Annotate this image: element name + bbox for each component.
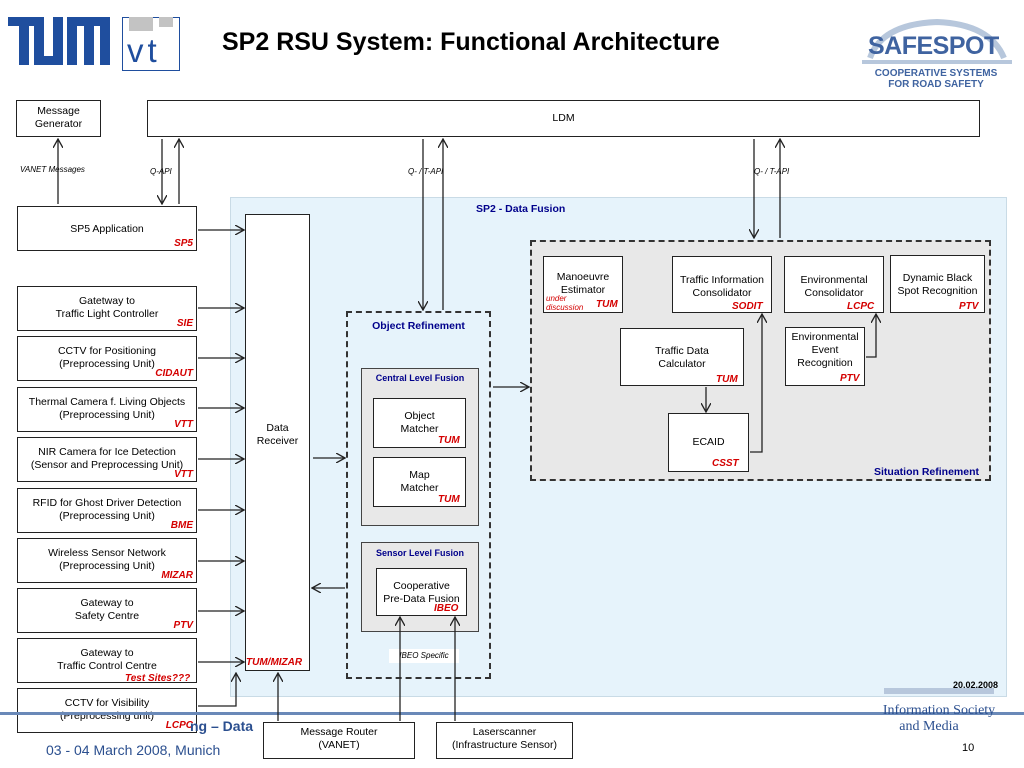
vanet-messages-label: VANET Messages <box>20 165 85 174</box>
input-box-3 <box>17 387 197 432</box>
object-matcher-tag: TUM <box>438 435 460 446</box>
message-router-box <box>263 722 415 759</box>
input-label-6: Wireless Sensor Network (Preprocessing U… <box>48 547 166 572</box>
ecaid-tag: CSST <box>712 458 739 469</box>
input-tag-8: Test Sites??? <box>125 673 191 684</box>
input-label-1: Gatetway to Traffic Light Controller <box>55 295 159 320</box>
info-society-logo: Information Society and Media <box>864 688 1014 738</box>
footer-event-text: ng – Data <box>190 718 254 734</box>
input-tag-3: VTT <box>174 419 193 430</box>
map-matcher-tag: TUM <box>438 494 460 505</box>
situation-refinement-title: Situation Refinement <box>874 466 980 478</box>
vt-logo: vt <box>122 17 180 71</box>
data-fusion-title: SP2 - Data Fusion <box>476 203 566 215</box>
input-box-8 <box>17 638 197 683</box>
cooperative-pre-data-fusion-box <box>376 568 467 616</box>
vt-logo-text: vt <box>127 32 161 69</box>
fusion-date: 20.02.2008 <box>953 680 999 690</box>
input-box-6 <box>17 538 197 583</box>
input-tag-2: CIDAUT <box>155 368 193 379</box>
input-label-2: CCTV for Positioning (Preprocessing Unit… <box>57 345 157 370</box>
object-refinement-title: Object Refinement <box>372 320 465 332</box>
manoeuvre-note: under discussion <box>546 294 584 312</box>
ldm-box <box>147 100 980 137</box>
qt-api-label-2: Q- / T-API <box>754 167 790 176</box>
input-label-3: Thermal Camera f. Living Objects (Prepro… <box>28 396 186 421</box>
input-tag-5: BME <box>170 520 193 531</box>
message-generator-label: Message Generator <box>34 105 83 130</box>
map-matcher-box <box>373 457 466 507</box>
dynamic-black-spot-label: Dynamic Black Spot Recognition <box>897 272 978 297</box>
info-society-line2: and Media <box>899 719 959 734</box>
input-label-5: RFID for Ghost Driver Detection (Preproc… <box>32 497 182 522</box>
safespot-text: SAFESPOT <box>868 32 999 60</box>
traffic-data-calculator-box <box>620 328 744 386</box>
data-receiver-box <box>245 214 310 671</box>
environmental-consolidator-box <box>784 256 884 313</box>
central-level-fusion-title: Central Level Fusion <box>375 373 465 383</box>
laserscanner-box <box>436 722 573 759</box>
sensor-level-fusion-title: Sensor Level Fusion <box>375 548 465 558</box>
object-matcher-label: Object Matcher <box>400 410 439 435</box>
input-box-9 <box>17 688 197 733</box>
input-box-5 <box>17 488 197 533</box>
input-box-0 <box>17 206 197 251</box>
message-router-label: Message Router (VANET) <box>300 726 378 751</box>
traffic-information-consolidator-box <box>672 256 772 313</box>
dynamic-black-spot-tag: PTV <box>959 301 979 312</box>
safespot-sub2: FOR ROAD SAFETY <box>888 79 984 90</box>
manoeuvre-estimator-box <box>543 256 623 313</box>
message-generator-box <box>16 100 101 137</box>
traffic-data-calculator-label: Traffic Data Calculator <box>655 345 709 370</box>
input-tag-4: VTT <box>174 469 193 480</box>
input-box-1 <box>17 286 197 331</box>
environmental-consolidator-tag: LCPC <box>847 301 875 312</box>
safespot-sub1: COOPERATIVE SYSTEMS <box>874 68 998 79</box>
laserscanner-label: Laserscanner (Infrastructure Sensor) <box>451 726 558 751</box>
environmental-event-recognition-box <box>785 327 865 386</box>
input-tag-7: PTV <box>173 620 193 631</box>
input-label-7: Gateway to Safety Centre <box>74 597 140 622</box>
data-receiver-label: Data Receiver <box>256 422 299 447</box>
input-tag-1: SIE <box>176 318 193 329</box>
input-box-7 <box>17 588 197 633</box>
manoeuvre-estimator-label: Manoeuvre Estimator <box>556 271 610 296</box>
environmental-consolidator-label: Environmental Consolidator <box>800 274 868 299</box>
tum-logo <box>8 17 110 65</box>
cooperative-pre-data-fusion-tag: IBEO <box>434 603 459 614</box>
object-matcher-box <box>373 398 466 448</box>
ecaid-box <box>668 413 749 472</box>
footer-line <box>0 712 1024 715</box>
manoeuvre-estimator-tag: TUM <box>596 299 618 310</box>
object-refinement-area <box>346 311 491 679</box>
cooperative-pre-data-fusion-label: Cooperative Pre-Data Fusion <box>383 580 460 605</box>
traffic-information-consolidator-label: Traffic Information Consolidator <box>679 274 765 299</box>
safespot-logo: SAFESPOT COOPERATIVE SYSTEMS FOR ROAD SA… <box>862 18 1012 93</box>
input-tag-6: MIZAR <box>161 570 193 581</box>
input-tag-9: LCPC <box>165 720 193 731</box>
ibeo-specific-label: IBEO Specific <box>389 649 459 663</box>
q-api-label: Q-API <box>150 167 172 176</box>
info-society-line1: Information Society <box>882 703 996 718</box>
input-label-0: SP5 Application <box>70 223 144 235</box>
ecaid-label: ECAID <box>692 436 725 448</box>
input-box-2 <box>17 336 197 381</box>
dynamic-black-spot-box <box>890 255 985 313</box>
ldm-label: LDM <box>552 112 575 124</box>
traffic-information-consolidator-tag: SODIT <box>732 301 763 312</box>
input-tag-0: SP5 <box>174 238 193 249</box>
traffic-data-calculator-tag: TUM <box>716 374 738 385</box>
page-number: 10 <box>962 742 975 754</box>
footer-date-place: 03 - 04 March 2008, Munich <box>46 742 221 758</box>
input-label-8: Gateway to Traffic Control Centre <box>57 647 157 672</box>
environmental-event-recognition-tag: PTV <box>840 373 860 384</box>
qt-api-label-1: Q- / T-API <box>408 167 444 176</box>
environmental-event-recognition-label: Environmental Event Recognition <box>791 331 859 369</box>
map-matcher-label: Map Matcher <box>400 469 439 494</box>
input-label-4: NIR Camera for Ice Detection (Sensor and… <box>30 446 184 471</box>
data-receiver-tag: TUM/MIZAR <box>246 657 303 668</box>
input-box-4 <box>17 437 197 482</box>
page-title: SP2 RSU System: Functional Architecture <box>222 28 720 56</box>
